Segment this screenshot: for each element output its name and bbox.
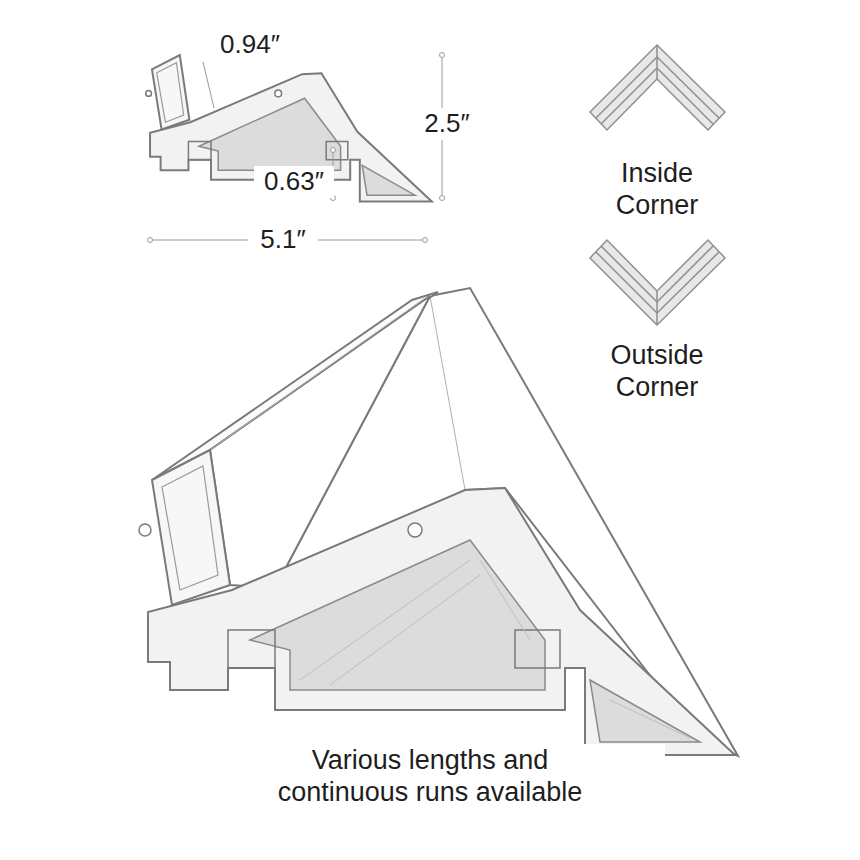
outside-corner-icon xyxy=(590,240,725,325)
corner-label: Outside Corner xyxy=(577,339,737,404)
dimension-label: 0.94″ xyxy=(205,29,295,60)
inside-corner-icon xyxy=(590,45,725,130)
dimension-label: 5.1″ xyxy=(248,224,318,255)
note-text: Various lengths and continuous runs avai… xyxy=(195,744,665,809)
dimension-lines xyxy=(148,53,445,243)
extrusion-3d xyxy=(139,288,738,756)
dimension-label: 2.5″ xyxy=(407,108,487,139)
dimension-label: 0.63″ xyxy=(254,166,334,197)
cross-section xyxy=(146,55,432,201)
corner-label: Inside Corner xyxy=(582,157,732,222)
